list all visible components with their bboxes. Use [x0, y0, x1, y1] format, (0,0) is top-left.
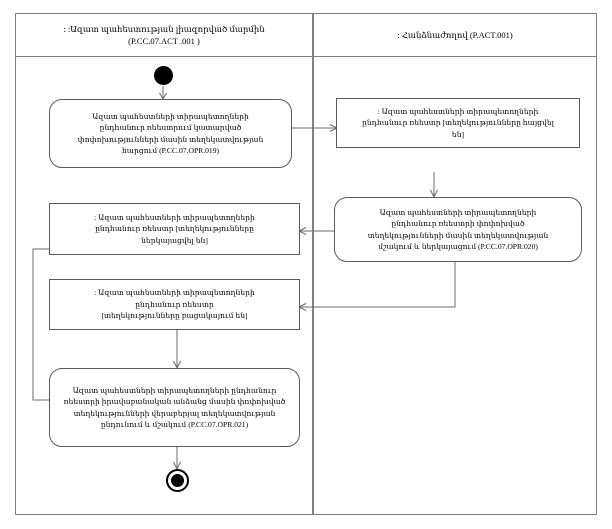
object-node-register-presented[interactable]: : Ազատ պահեստների տիրապետողների ընդհանու… — [49, 203, 300, 255]
swimlane-header-left-label: : :Ազատ պահեստության լիազորված մարմին (P… — [63, 23, 265, 46]
activity-node-opr-019-label: Ազատ պահեստների տիրապետողների ընդհանուր … — [77, 111, 264, 155]
swimlane-header-right: : Հանձնաժողով (P.ACT.001) — [313, 13, 597, 57]
swimlane-header-left: : :Ազատ պահեստության լիազորված մարմին (P… — [15, 13, 313, 57]
activity-node-opr-020-label: Ազատ պահեստների տիրապետողների ընդհանուր … — [367, 207, 549, 251]
activity-node-opr-020[interactable]: Ազատ պահեստների տիրապետողների ընդհանուր … — [334, 197, 582, 262]
final-node — [166, 469, 189, 492]
object-node-register-absent-label: : Ազատ պահեստների տիրապետողների ընդհանու… — [94, 288, 255, 321]
object-node-register-requested-label: : Ազատ պահեստների տիրապետողների ընդհանու… — [362, 106, 554, 139]
initial-node — [154, 66, 173, 85]
activity-node-opr-019[interactable]: Ազատ պահեստների տիրապետողների ընդհանուր … — [49, 99, 292, 168]
object-node-register-absent[interactable]: : Ազատ պահեստների տիրապետողների ընդհանու… — [49, 279, 300, 330]
swimlane-header-right-label: : Հանձնաժողով (P.ACT.001) — [397, 29, 513, 40]
activity-node-opr-021-label: Ազատ պահեստների տիրապետողների ընդհանուր … — [63, 385, 286, 429]
object-node-register-presented-label: : Ազատ պահեստների տիրապետողների ընդհանու… — [94, 212, 255, 245]
activity-node-opr-021[interactable]: Ազատ պահեստների տիրապետողների ընդհանուր … — [49, 368, 300, 447]
object-node-register-requested[interactable]: : Ազատ պահեստների տիրապետողների ընդհանու… — [336, 98, 580, 148]
